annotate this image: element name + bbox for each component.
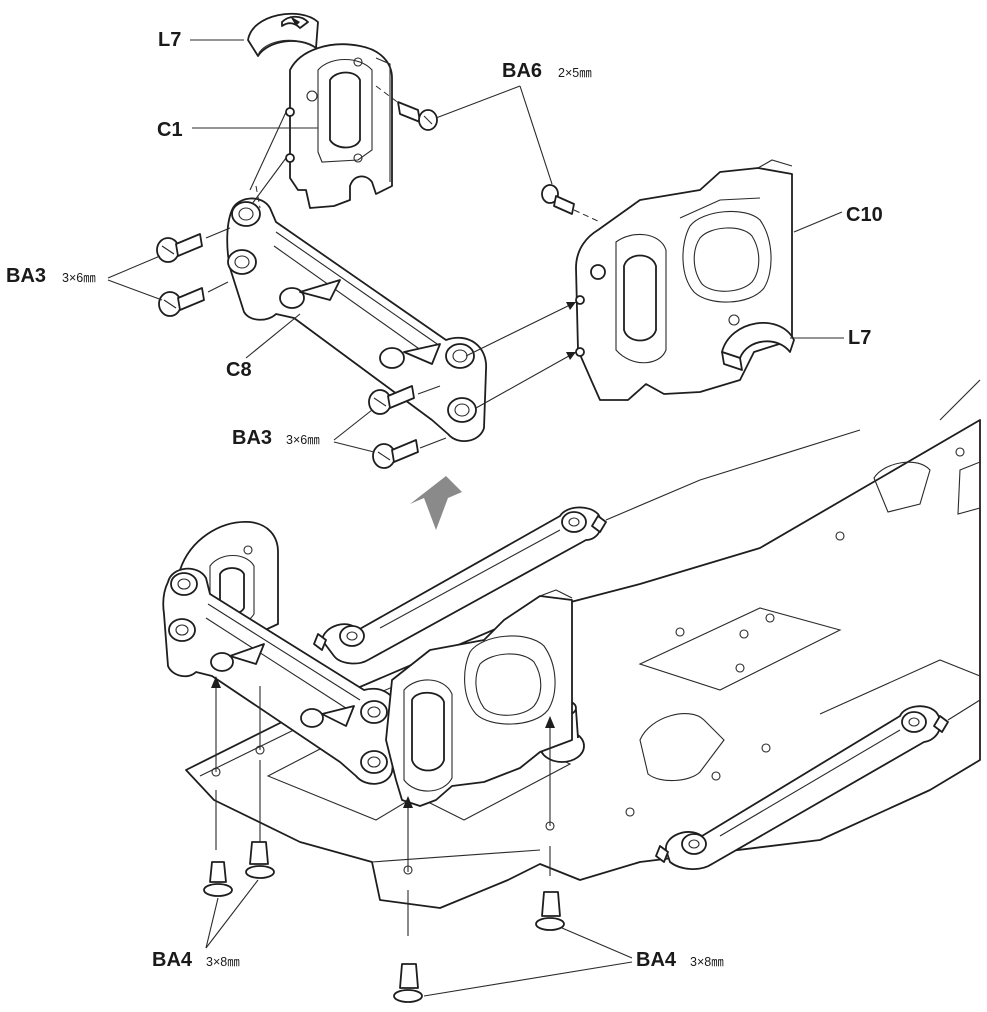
label-l7-top: L7 <box>158 29 181 51</box>
link-rod-upper <box>313 429 861 665</box>
label-ba6-size: 2×5㎜ <box>558 66 592 80</box>
screw-ba3-left-1 <box>156 233 203 263</box>
screw-ba3-left-2 <box>158 287 205 317</box>
screw-ba4-left-1 <box>203 861 233 897</box>
screw-ba3-lower-1 <box>368 385 415 415</box>
screw-ba4-right-2 <box>393 963 423 1003</box>
screw-ba4-left-2 <box>245 841 275 879</box>
label-c1: C1 <box>157 119 183 141</box>
part-c10 <box>575 159 793 401</box>
screw-ba6-upper <box>397 101 438 131</box>
label-ba4-left: BA4 <box>152 949 193 971</box>
label-c10: C10 <box>846 204 883 226</box>
screw-ba3-lower-2 <box>372 439 419 469</box>
part-c1 <box>285 43 393 209</box>
label-ba3-lower: BA3 <box>232 427 272 449</box>
label-ba6: BA6 <box>502 60 542 82</box>
label-ba3-left-size: 3×6㎜ <box>62 271 96 285</box>
part-c8 <box>226 185 487 442</box>
part-l7-right <box>721 322 795 371</box>
screw-ba4-right-1 <box>535 891 565 931</box>
label-ba4-left-size: 3×8㎜ <box>206 955 240 969</box>
assembled-c8 <box>162 567 400 785</box>
label-l7-right: L7 <box>848 327 871 349</box>
label-ba3-lower-size: 3×6㎜ <box>286 433 320 447</box>
label-c8: C8 <box>226 359 252 381</box>
screw-ba6-lower <box>541 184 575 215</box>
label-ba3-left: BA3 <box>6 265 46 287</box>
part-l7-top <box>247 13 319 57</box>
label-ba4-right: BA4 <box>636 949 677 971</box>
assembled-c10 <box>385 589 573 807</box>
label-ba4-right-size: 3×8㎜ <box>690 955 724 969</box>
step-down-arrow-icon <box>410 476 462 530</box>
link-rod-lower <box>655 699 981 870</box>
chassis-plate <box>185 379 981 909</box>
